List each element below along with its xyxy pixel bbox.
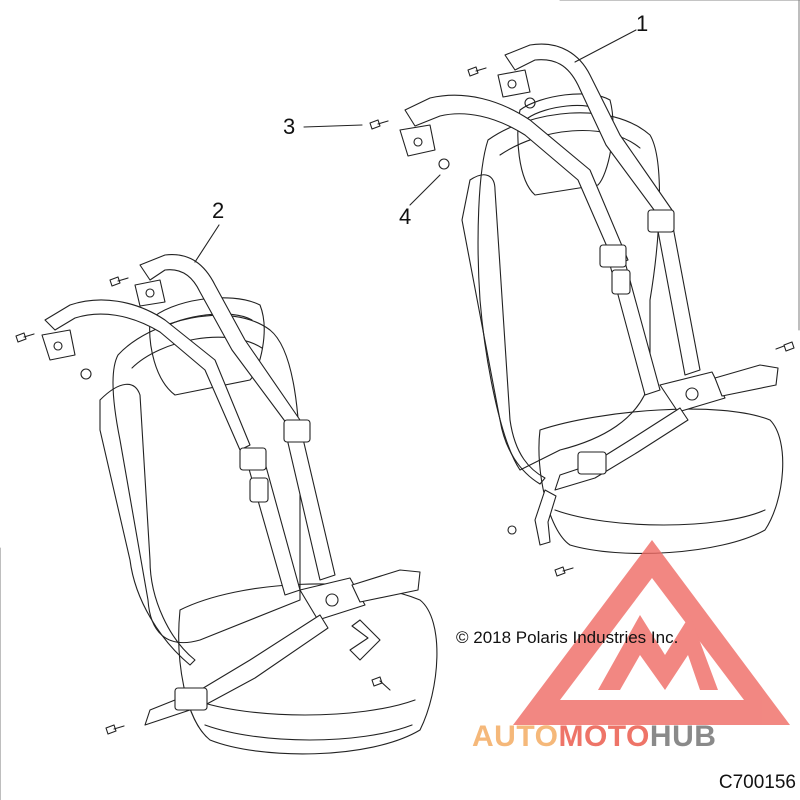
right-seat — [369, 43, 795, 577]
callout-3: 3 — [283, 114, 296, 139]
watermark-text: AUTOMOTOHUB — [472, 720, 716, 754]
callout-4: 4 — [399, 204, 412, 229]
diagram-code: C700156 — [718, 772, 796, 793]
watermark-logo — [513, 540, 790, 725]
copyright-notice: © 2018 Polaris Industries Inc. — [456, 628, 679, 647]
callout-2: 2 — [212, 198, 225, 223]
left-seat — [15, 254, 438, 755]
watermark-text-auto: AUTO — [472, 720, 559, 753]
watermark-text-hub: HUB — [649, 720, 717, 753]
watermark-text-moto: MOTO — [558, 720, 650, 753]
callout-1: 1 — [636, 11, 649, 36]
